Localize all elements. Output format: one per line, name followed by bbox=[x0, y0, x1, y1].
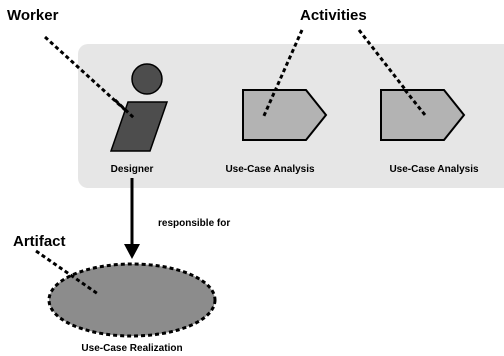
worker-callout-line bbox=[43, 35, 136, 120]
arrowhead bbox=[124, 244, 140, 259]
worker-callout-line-overlay bbox=[113, 98, 136, 120]
activity-pentagon-icon bbox=[380, 89, 466, 141]
activity-name-label: Use-Case Analysis bbox=[225, 164, 315, 175]
activity-pentagon-icon bbox=[242, 89, 328, 141]
relationship-label: responsible for bbox=[158, 218, 231, 229]
activities-callout-line-2 bbox=[357, 29, 427, 116]
artifact-callout-line bbox=[35, 249, 99, 296]
worker-name-label: Designer bbox=[110, 164, 154, 175]
artifact-name-label: Use-Case Realization bbox=[81, 343, 183, 354]
activity-name-label: Use-Case Analysis bbox=[389, 164, 479, 175]
artifact-ellipse-icon bbox=[47, 262, 217, 338]
activities-callout-label: Activities bbox=[300, 7, 367, 24]
activities-callout-line-2-overlay bbox=[403, 89, 427, 116]
worker-callout-label: Worker bbox=[7, 7, 59, 24]
activities-callout-line-1-overlay bbox=[261, 92, 276, 119]
worker-person-icon bbox=[109, 63, 169, 152]
artifact-callout-label: Artifact bbox=[13, 233, 66, 250]
